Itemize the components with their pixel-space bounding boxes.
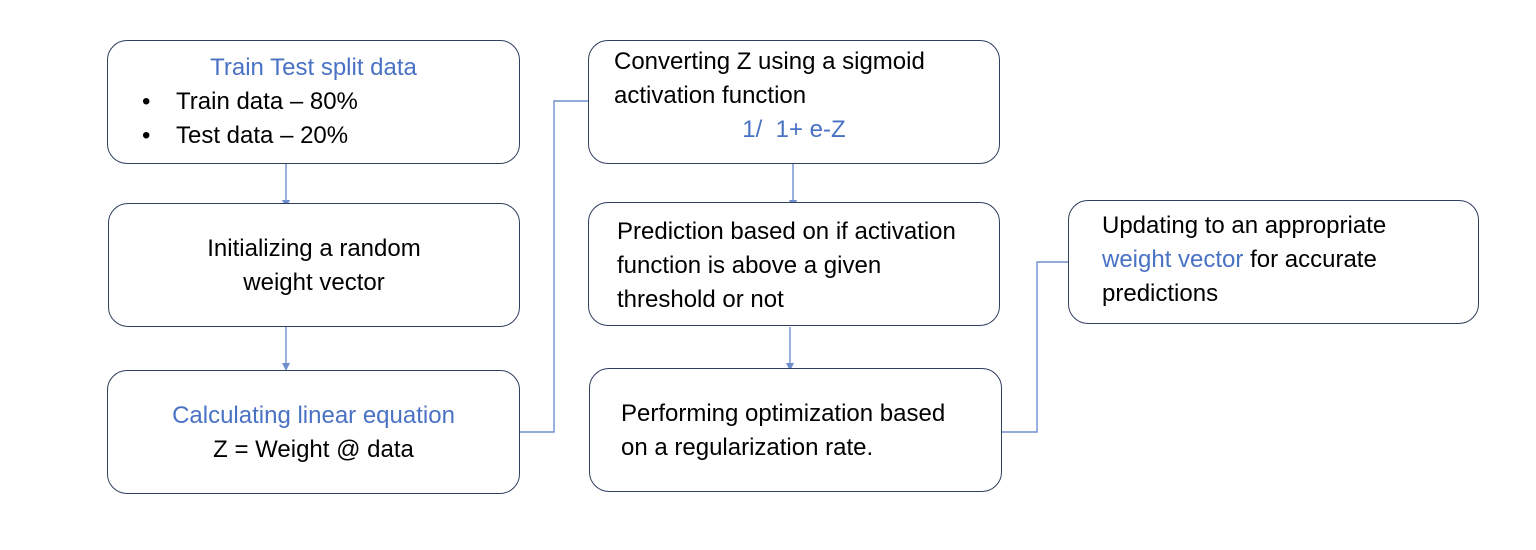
test-ratio-text: Test data – 20% bbox=[176, 122, 349, 149]
split-data-list: • Train data – 80% • Test data – 20% bbox=[108, 85, 519, 153]
update-line-1: Updating to an appropriate bbox=[1102, 212, 1387, 239]
sigmoid-line-1: Converting Z using a sigmoid bbox=[614, 48, 925, 75]
update-line-2: weight vector for accurate bbox=[1069, 243, 1478, 277]
split-data-node: Train Test split data • Train data – 80%… bbox=[107, 40, 520, 164]
sigmoid-line-2: activation function bbox=[614, 82, 807, 109]
split-data-title: Train Test split data bbox=[210, 54, 417, 81]
prediction-line-1: Prediction based on if activation bbox=[617, 218, 956, 245]
linear-equation-title: Calculating linear equation bbox=[172, 402, 455, 429]
weight-vector-highlight: weight vector bbox=[1102, 246, 1244, 273]
optimization-line-1: Performing optimization based bbox=[621, 400, 946, 427]
update-line-2-rest: for accurate bbox=[1243, 246, 1377, 273]
train-ratio-text: Train data – 80% bbox=[176, 88, 358, 115]
init-weights-line-1: Initializing a random bbox=[207, 235, 421, 262]
sigmoid-node: Converting Z using a sigmoid activation … bbox=[588, 40, 1000, 164]
update-weights-node: Updating to an appropriate weight vector… bbox=[1068, 200, 1479, 324]
connector-optimize-to-update bbox=[1002, 261, 1069, 433]
linear-equation-formula: Z = Weight @ data bbox=[213, 436, 414, 463]
update-line-3: predictions bbox=[1102, 280, 1219, 307]
sigmoid-formula: 1/ 1+ e-Z bbox=[742, 116, 846, 143]
prediction-line-3: threshold or not bbox=[617, 286, 784, 313]
init-weights-node: Initializing a random weight vector bbox=[108, 203, 520, 327]
prediction-line-2: function is above a given bbox=[617, 252, 882, 279]
list-item: • Train data – 80% bbox=[108, 85, 519, 119]
optimization-line-2: on a regularization rate. bbox=[621, 434, 874, 461]
init-weights-line-2: weight vector bbox=[243, 269, 385, 296]
bullet-dot-icon: • bbox=[142, 122, 151, 149]
list-item: • Test data – 20% bbox=[108, 119, 519, 153]
linear-equation-node: Calculating linear equation Z = Weight @… bbox=[107, 370, 520, 494]
bullet-dot-icon: • bbox=[142, 88, 151, 115]
optimization-node: Performing optimization based on a regul… bbox=[589, 368, 1002, 492]
connector-linear-to-sigmoid bbox=[520, 100, 588, 433]
prediction-node: Prediction based on if activation functi… bbox=[588, 202, 1000, 326]
